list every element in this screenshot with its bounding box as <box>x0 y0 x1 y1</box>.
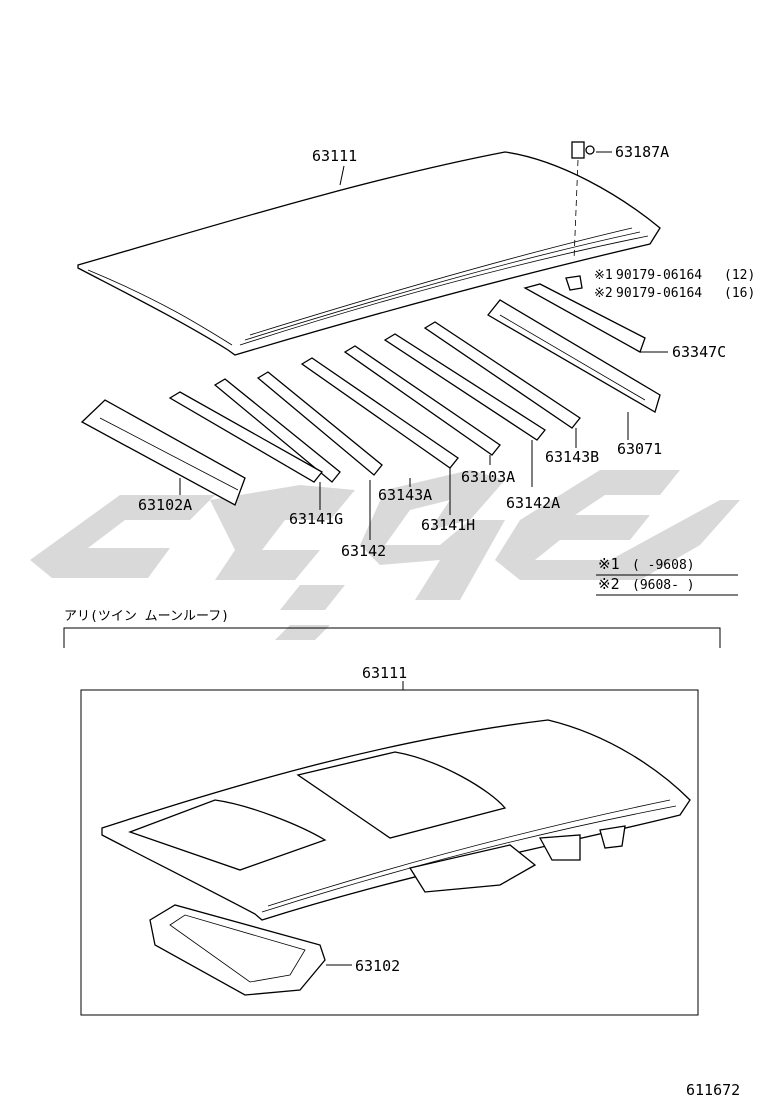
variant-note: アリ(ツイン ムーンルーフ) <box>64 609 229 624</box>
label-63142a: 63142A <box>506 494 560 512</box>
label-63141h: 63141H <box>421 516 475 534</box>
watermark-logo <box>30 470 740 640</box>
roof-panel <box>77 151 661 356</box>
bolt-line1-mark: ※1 <box>594 268 613 283</box>
bolt-info: ※1 90179-06164 (12) ※2 90179-06164 (16) <box>594 268 755 301</box>
label-63187a: 63187A <box>615 143 669 161</box>
clip-part <box>565 141 595 291</box>
label-63111: 63111 <box>312 147 357 165</box>
label-63103a: 63103A <box>461 468 515 486</box>
variant-frame <box>80 689 699 1016</box>
diagram-id: 611672 <box>686 1081 740 1099</box>
label-63347c: 63347C <box>672 343 726 361</box>
bolt-line2-mark: ※2 <box>594 286 613 301</box>
label-63111-variant: 63111 <box>362 664 407 682</box>
legend-row2-range: (9608- ) <box>632 578 695 593</box>
roof-bows <box>168 321 581 483</box>
leader-lines <box>179 151 668 540</box>
label-63142: 63142 <box>341 542 386 560</box>
bolt-line1-part: 90179-06164 <box>616 268 702 283</box>
label-63102a: 63102A <box>138 496 192 514</box>
legend: ※1 ( -9608) ※2 (9608- ) <box>596 555 738 596</box>
legend-row1-range: ( -9608) <box>632 558 695 573</box>
label-63141g: 63141G <box>289 510 343 528</box>
rear-header <box>487 299 661 413</box>
label-63143a: 63143A <box>378 486 432 504</box>
label-63102: 63102 <box>355 957 400 975</box>
variant-section: アリ(ツイン ムーンルーフ) 63111 <box>63 609 721 1016</box>
front-header <box>80 399 246 506</box>
legend-row2-mark: ※2 <box>598 575 620 593</box>
moonroof-roof-panel <box>101 719 691 921</box>
bolt-line2-qty: (16) <box>724 286 755 301</box>
stay-strip <box>523 283 646 353</box>
label-63071: 63071 <box>617 440 662 458</box>
callout-labels: 63111 63187A 63347C 63071 63143B 63103A … <box>138 143 726 560</box>
sunroof-frames: 63102 <box>149 825 626 996</box>
bolt-line1-qty: (12) <box>724 268 755 283</box>
legend-row1-mark: ※1 <box>598 555 620 573</box>
label-63143b: 63143B <box>545 448 599 466</box>
bolt-line2-part: 90179-06164 <box>616 286 702 301</box>
